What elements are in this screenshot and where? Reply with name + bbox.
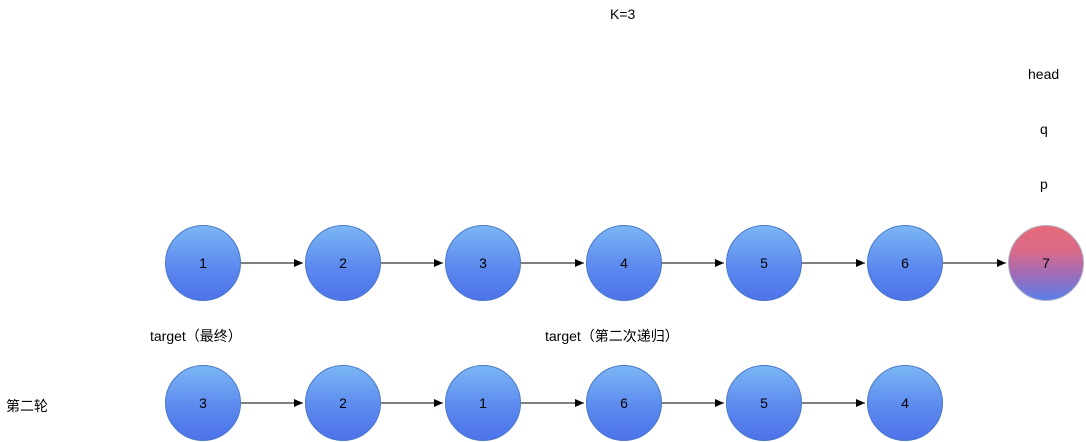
- list-node: 5: [726, 225, 802, 301]
- list-node: 6: [586, 365, 662, 441]
- list-node-highlighted: 7: [1008, 225, 1084, 301]
- list-node: 4: [586, 225, 662, 301]
- target-second-recursion-label: target（第二次递归）: [545, 328, 679, 344]
- list-node: 4: [867, 365, 943, 441]
- list-node: 2: [305, 365, 381, 441]
- list-node: 5: [726, 365, 802, 441]
- list-node: 1: [165, 225, 241, 301]
- list-node: 2: [305, 225, 381, 301]
- p-pointer-label: p: [1040, 176, 1048, 192]
- list-node: 3: [445, 225, 521, 301]
- head-pointer-label: head: [1028, 66, 1060, 82]
- q-pointer-label: q: [1040, 121, 1048, 137]
- list-node: 3: [165, 365, 241, 441]
- target-final-label: target（最终）: [150, 328, 242, 344]
- list-node: 1: [445, 365, 521, 441]
- round-label: 第二轮: [6, 398, 48, 414]
- k-label: K=3: [610, 6, 636, 22]
- list-node: 6: [867, 225, 943, 301]
